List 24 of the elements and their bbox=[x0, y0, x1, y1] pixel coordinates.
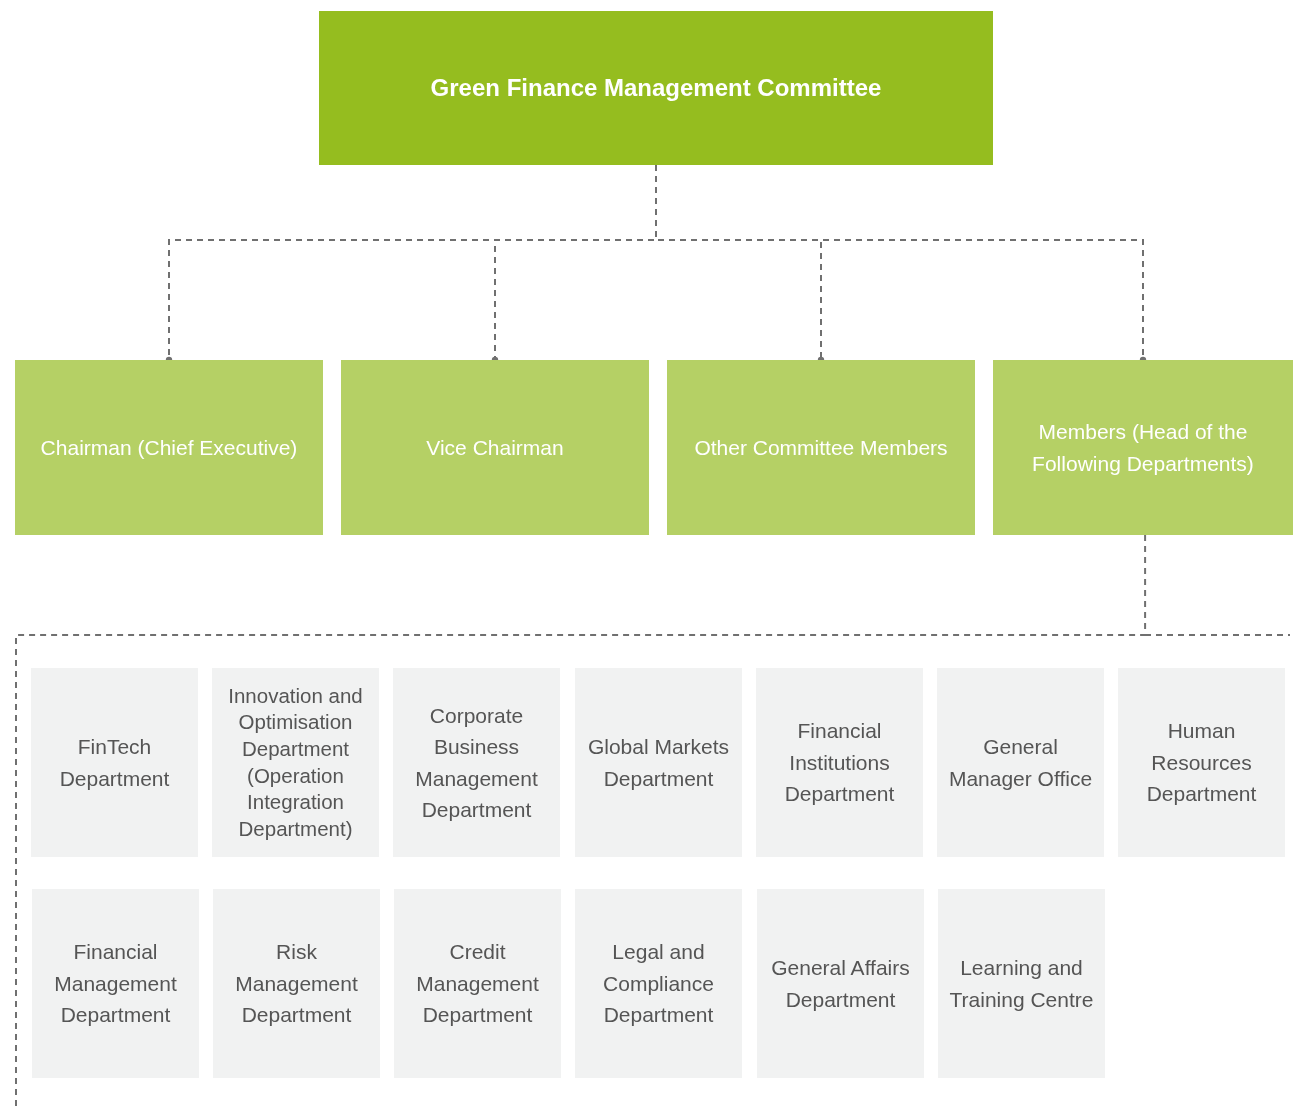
member-role-box bbox=[15, 360, 323, 535]
node-label: Learning and Training Centre bbox=[948, 955, 1095, 1013]
node-label: Vice Chairman bbox=[426, 434, 564, 461]
node-label: Financial Institutions Department bbox=[783, 718, 896, 808]
member-role-box bbox=[341, 360, 649, 535]
node-label: Corporate Business Management Department bbox=[414, 702, 539, 823]
committee-box bbox=[319, 11, 993, 165]
node-label: Green Finance Management Committee bbox=[430, 73, 882, 103]
member-role-box bbox=[993, 360, 1293, 535]
node-label: Credit Management Department bbox=[415, 939, 540, 1029]
node-label: Chairman (Chief Executive) bbox=[40, 434, 298, 461]
node-label: Global Markets Department bbox=[586, 734, 731, 792]
node-label: General Manager Office bbox=[947, 734, 1094, 792]
node-label: Members (Head of the Following Departments) bbox=[1031, 419, 1255, 477]
node-label: Human Resources Department bbox=[1145, 718, 1258, 808]
member-role-box bbox=[667, 360, 975, 535]
node-label: Other Committee Members bbox=[694, 434, 948, 461]
dashed-connector bbox=[15, 534, 1147, 1109]
node-label: Legal and Compliance Department bbox=[602, 939, 715, 1029]
node-label: Innovation and Optimisation Department (Operation Integration Department) bbox=[227, 682, 364, 842]
node-label: General Affairs Department bbox=[770, 955, 911, 1013]
node-label: Risk Management Department bbox=[234, 939, 359, 1029]
node-label: Financial Management Department bbox=[53, 939, 178, 1029]
node-label: FinTech Department bbox=[58, 734, 171, 792]
